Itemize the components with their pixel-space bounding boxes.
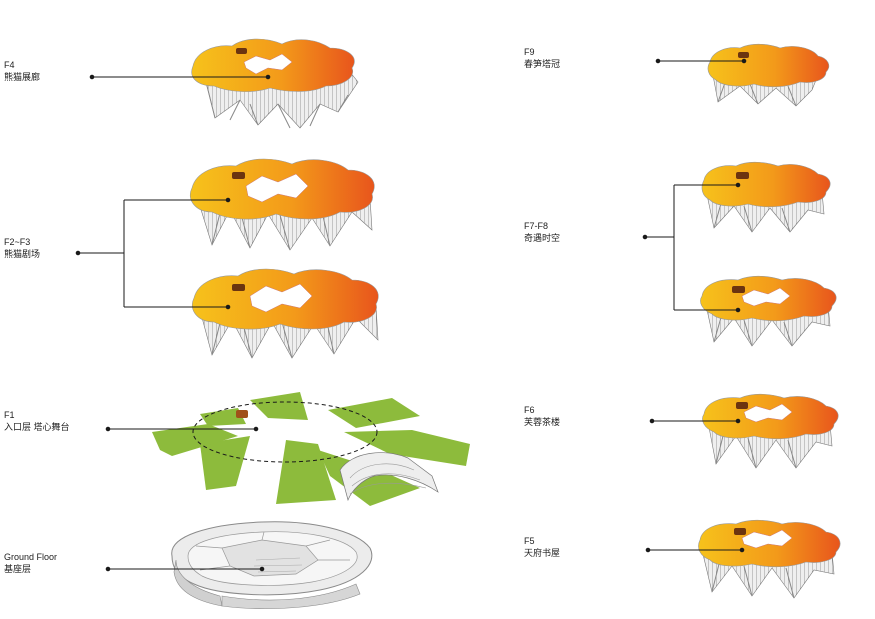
- label-f7f8-code: F7-F8: [524, 221, 549, 231]
- label-f1-code: F1: [4, 410, 15, 420]
- label-f4: F4 熊猫展廊: [4, 59, 40, 83]
- label-ground: Ground Floor 基座层: [4, 551, 57, 575]
- label-f2f3: F2~F3 熊猫剧场: [4, 236, 40, 260]
- label-f9-name: 春笋塔冠: [524, 59, 561, 69]
- label-f4-name: 熊猫展廊: [4, 72, 41, 82]
- floor-f5: [698, 519, 841, 599]
- label-f5-code: F5: [524, 536, 535, 546]
- label-f1-name: 入口层 塔心舞台: [4, 422, 70, 432]
- label-f5: F5 天府书屋: [524, 535, 560, 559]
- label-f5-name: 天府书屋: [524, 548, 561, 558]
- label-f7f8-name: 奇遇时空: [524, 233, 561, 243]
- label-f7f8: F7-F8 奇遇时空: [524, 220, 560, 244]
- floor-f9: [707, 43, 830, 107]
- floor-f4: [191, 38, 359, 129]
- floor-ground: [171, 521, 373, 609]
- label-f6-code: F6: [524, 405, 535, 415]
- label-ground-code: Ground Floor: [4, 552, 58, 562]
- label-f4-code: F4: [4, 60, 15, 70]
- floor-f6: [702, 393, 839, 469]
- floor-f1: [152, 392, 470, 506]
- leader-lines: [75, 58, 747, 572]
- floor-f7: [700, 275, 837, 347]
- label-f2f3-code: F2~F3: [4, 237, 31, 247]
- floor-f2: [192, 268, 379, 359]
- floor-f8: [701, 161, 831, 233]
- label-f1: F1 入口层 塔心舞台: [4, 409, 70, 433]
- label-f6-name: 芙蓉茶楼: [524, 417, 561, 427]
- label-f6: F6 芙蓉茶楼: [524, 404, 560, 428]
- label-ground-name: 基座层: [4, 564, 32, 574]
- floor-f3: [190, 158, 375, 251]
- label-f9: F9 春笋塔冠: [524, 46, 560, 70]
- label-f2f3-name: 熊猫剧场: [4, 249, 41, 259]
- label-f9-code: F9: [524, 47, 535, 57]
